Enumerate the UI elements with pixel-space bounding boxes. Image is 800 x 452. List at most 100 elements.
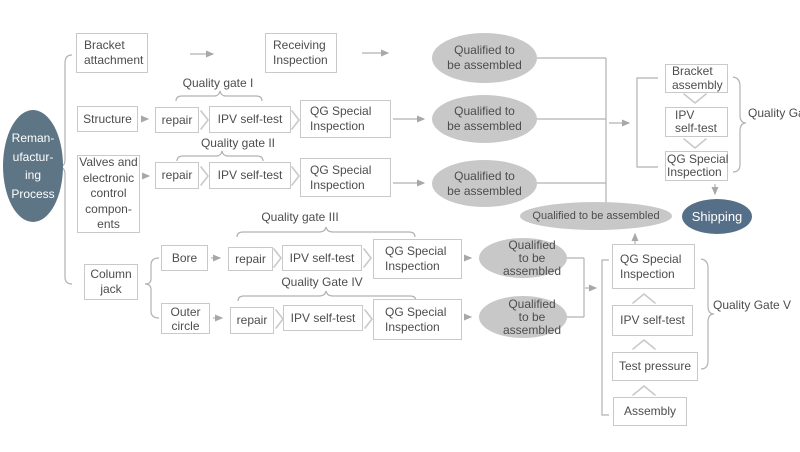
node-label-line: Structure [83, 111, 132, 126]
node-ipv-self-test-outer-circle: IPV self-test [283, 305, 363, 331]
node-bore: Bore [161, 245, 208, 271]
oval-qualified-final: Qualified to be assembled [520, 202, 672, 230]
oval-label-line: ing [24, 168, 41, 182]
label-line: Quality [748, 106, 786, 120]
node-label-line: Valves and [79, 155, 138, 170]
label-quality-gate-3: Quality gate III [261, 210, 339, 224]
brace-quality-gate-2 [176, 150, 264, 162]
label-quality-gate-1: Quality gate I [182, 76, 254, 90]
node-label-line: attachment [84, 53, 144, 67]
node-qg-special-inspection-gate5: QG Special Inspection [612, 244, 695, 289]
node-label-line: QG Special [667, 151, 729, 166]
chevron-right-icon [291, 110, 300, 130]
node-label-line: assembly [672, 77, 723, 92]
node-structure: Structure [77, 106, 138, 132]
label-quality-gate-5: Quality Gate V [713, 297, 791, 313]
node-label-line: QG Special [620, 251, 682, 266]
node-label-line: IPV self-test [620, 313, 685, 327]
node-label-line: repair [161, 112, 193, 127]
label-line: Gate VI [788, 106, 800, 120]
merge-lines [537, 57, 607, 318]
node-label-line: Bracket [84, 38, 125, 52]
oval-label-line: assembled [502, 263, 562, 278]
node-label-line: QG Special [310, 162, 372, 177]
oval-label-line: ufactur- [12, 149, 54, 164]
node-ipv-self-test-valves: IPV self-test [209, 162, 291, 189]
oval-label-line: Shipping [691, 209, 743, 224]
brace-quality-gate-3 [236, 226, 416, 238]
node-qg-special-inspection-structure: QG Special Inspection [300, 100, 391, 138]
oval-qualified-bore: Qualified to be assembled [479, 238, 567, 278]
oval-remanufacturing-process: Reman- ufactur- ing Process [3, 110, 63, 222]
oval-label-line: be assembled [447, 58, 522, 72]
oval-qualified-outer-circle: Qualified to be assembled [479, 296, 567, 338]
node-valves-components: Valves and electronic control compon- en… [77, 155, 140, 233]
node-label-line: Inspection [273, 53, 328, 67]
oval-label-line: be assembled [447, 119, 522, 133]
node-label-line: Bracket [672, 64, 713, 78]
oval-qualified-3: Qualified to be assembled [432, 160, 537, 207]
node-repair-outer-circle: repair [230, 307, 274, 334]
node-label-line: IPV self-test [217, 112, 283, 126]
node-test-pressure: Test pressure [612, 352, 698, 381]
node-qg-special-inspection-gate6: QG Special Inspection [665, 151, 728, 181]
node-repair-bore: repair [228, 247, 273, 271]
oval-label-line: Process [11, 186, 55, 201]
node-label-line: circle [171, 318, 200, 333]
oval-label-line: Reman- [11, 131, 55, 145]
chevron-down-icon [683, 93, 707, 104]
brace-quality-gate-4 [237, 290, 417, 302]
node-label-line: QG Special [385, 244, 447, 258]
node-label-line: IPV [675, 107, 695, 122]
node-repair-valves: repair [155, 162, 199, 189]
node-label-line: electronic [82, 170, 135, 185]
node-label-line: Inspection [385, 319, 440, 334]
chevron-right-icon [275, 309, 284, 329]
chevron-right-icon [364, 309, 373, 329]
bracket-gate6 [636, 77, 658, 168]
oval-label-line: Qualified to be assembled [532, 209, 660, 222]
chevron-up-icon [632, 339, 656, 350]
oval-label-line: Qualified to [454, 168, 515, 183]
oval-label-line: be assembled [447, 183, 522, 198]
node-label-line: compon- [85, 201, 132, 216]
node-label-line: QG Special [385, 304, 447, 319]
node-ipv-self-test-structure: IPV self-test [209, 106, 291, 133]
chevron-right-icon [200, 166, 209, 186]
flow-arrows [140, 49, 719, 322]
chevron-down-icon [683, 138, 707, 149]
label-quality-gate-6: Quality Gate VI [748, 105, 800, 121]
oval-qualified-1: Qualified to be assembled [432, 33, 537, 83]
brace-quality-gate-5 [700, 258, 715, 370]
node-ipv-self-test-gate6: IPV self-test [665, 107, 728, 137]
node-label-line: IPV self-test [217, 168, 283, 182]
node-label-line: self-test [675, 121, 718, 135]
oval-label-line: to be [518, 250, 546, 265]
oval-label-line: Qualified [508, 296, 556, 311]
brace-quality-gate-6 [732, 76, 747, 173]
node-label-line: Assembly [623, 404, 676, 418]
oval-label-line: Qualified to [454, 43, 515, 57]
chevron-right-icon [200, 110, 209, 130]
node-assembly: Assembly [613, 397, 687, 426]
chevron-up-icon [632, 385, 656, 396]
node-label-line: Bore [171, 250, 198, 265]
oval-label-line: to be [518, 309, 546, 324]
oval-label-line: assembled [502, 322, 562, 337]
label-quality-gate-4: Quality Gate IV [281, 275, 363, 289]
node-label-line: IPV self-test [289, 250, 355, 265]
node-receiving-inspection: Receiving Inspection [265, 33, 337, 73]
node-ipv-self-test-gate5: IPV self-test [612, 305, 693, 336]
node-label-line: Inspection [385, 259, 440, 273]
node-bracket-assembly: Bracket assembly [665, 64, 728, 93]
node-label-line: jack [100, 282, 122, 296]
group-brackets [601, 77, 658, 416]
node-label-line: Outer [170, 304, 201, 319]
bracket-gate5 [601, 259, 609, 416]
label-line: Gate V [753, 298, 792, 312]
node-label-line: Test pressure [618, 359, 692, 373]
node-label-line: Inspection [620, 266, 675, 281]
chevron-up-icon [632, 293, 656, 304]
node-label-line: Column [90, 267, 132, 281]
node-column-jack: Column jack [84, 264, 138, 300]
